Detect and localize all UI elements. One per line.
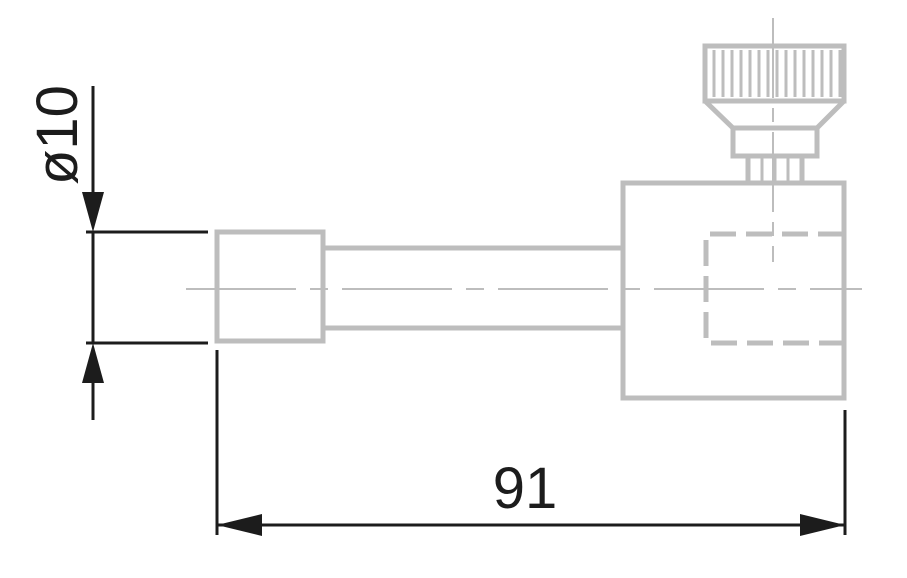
length-dimension: 91 xyxy=(215,350,847,536)
diameter-dimension: ø10 xyxy=(25,85,208,420)
diameter-label: ø10 xyxy=(25,85,90,185)
knob-taper xyxy=(703,99,846,131)
arrow-up xyxy=(82,343,104,383)
neck-thread-lines xyxy=(760,158,790,181)
connector-bolt xyxy=(186,18,862,401)
arrow-down xyxy=(82,192,104,232)
screw-collar xyxy=(730,125,820,159)
arrow-left xyxy=(217,514,262,536)
knurl-lines xyxy=(712,50,842,97)
bolt-head xyxy=(214,229,326,344)
knurled-knob xyxy=(702,43,847,104)
hidden-cavity xyxy=(703,231,844,346)
screw-neck xyxy=(745,153,805,186)
housing-block xyxy=(620,180,847,401)
bolt-shaft xyxy=(323,245,623,331)
length-label: 91 xyxy=(493,456,558,521)
arrow-right xyxy=(800,514,845,536)
